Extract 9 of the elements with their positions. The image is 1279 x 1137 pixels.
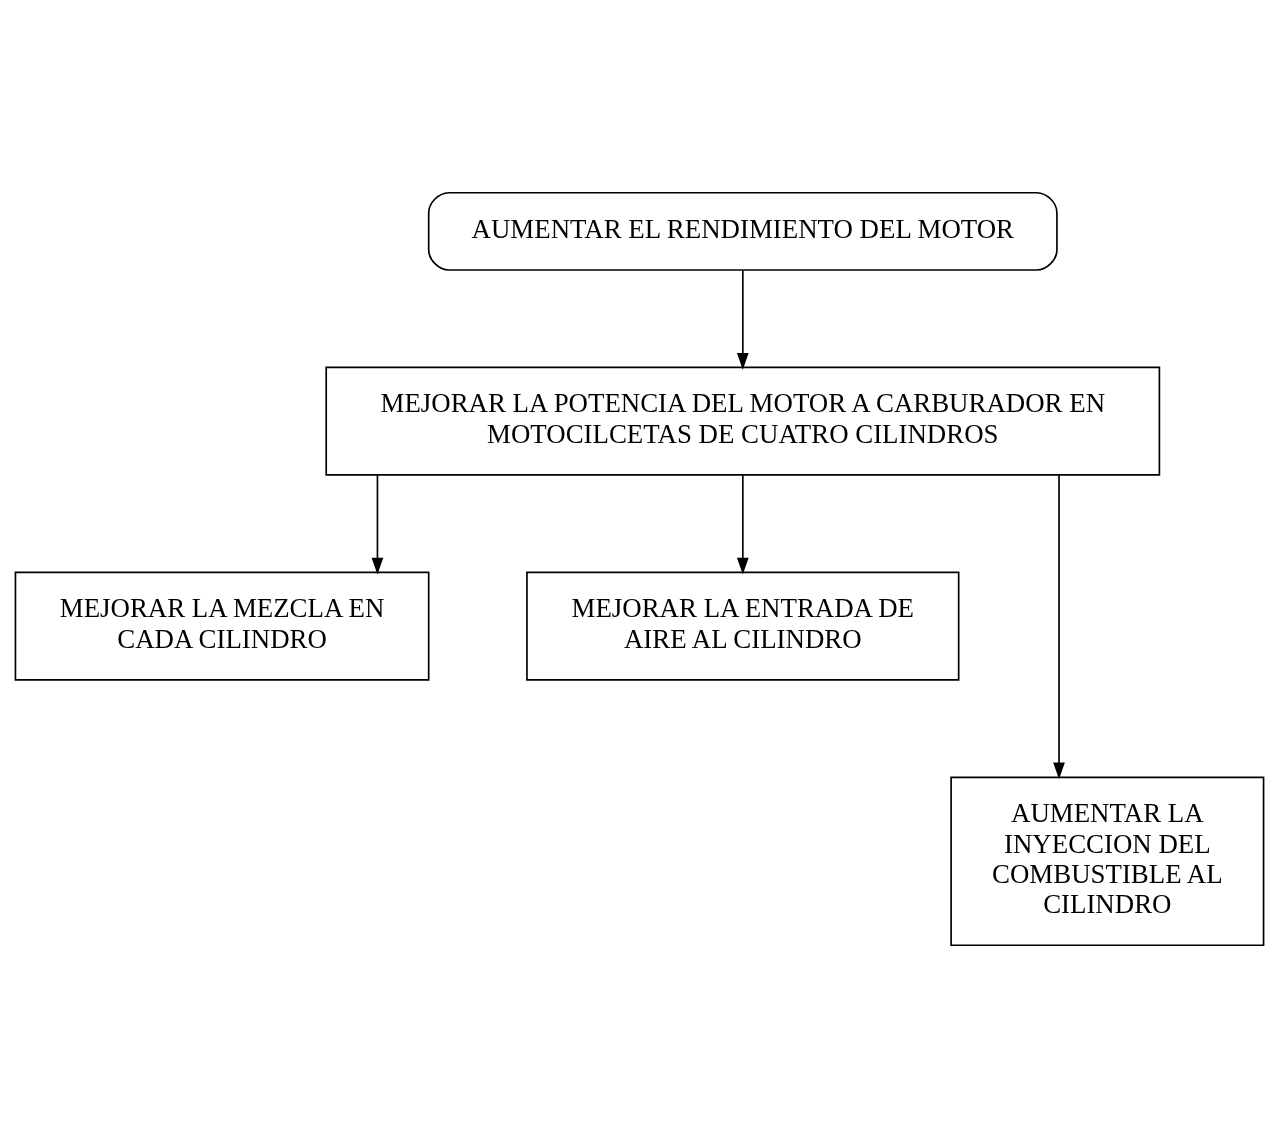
arrow xyxy=(736,268,749,370)
arrow xyxy=(736,473,749,574)
node-box: AUMENTAR EL RENDIMIENTO DEL MOTOR xyxy=(427,191,1058,271)
node-box: MEJORAR LA MEZCLA EN CADA CILINDRO xyxy=(14,571,430,681)
arrow xyxy=(371,473,384,574)
arrow xyxy=(1053,473,1065,779)
node-box: MEJORAR LA POTENCIA DEL MOTOR A CARBURADOR EN MOTOCILCETAS DE CUATRO CILINDROS xyxy=(325,366,1161,476)
node-box: AUMENTAR LA INYECCION DEL COMBUSTIBLE AL CILINDRO xyxy=(950,775,1265,946)
node-box: MEJORAR LA ENTRADA DE AIRE AL CILINDRO xyxy=(526,571,960,681)
